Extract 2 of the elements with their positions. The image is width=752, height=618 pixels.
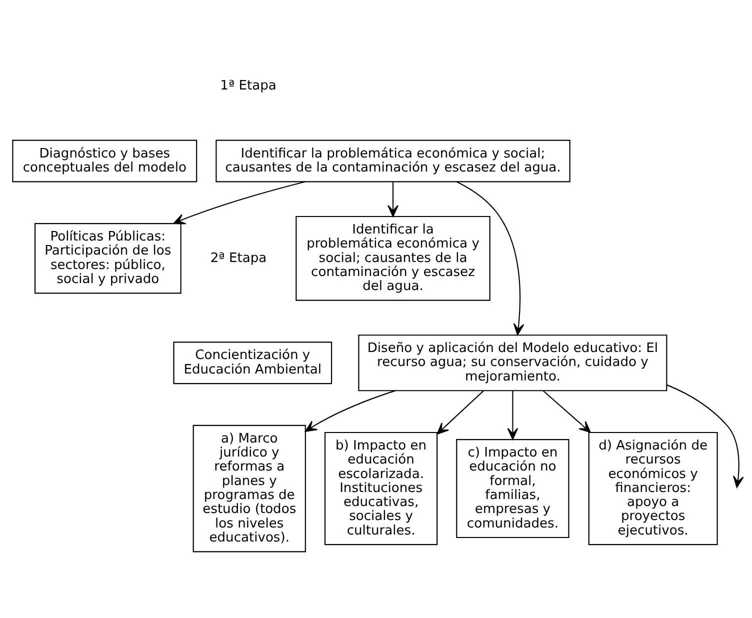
label: 2ª Etapa [210,250,267,266]
label: 1ª Etapa [220,78,276,94]
